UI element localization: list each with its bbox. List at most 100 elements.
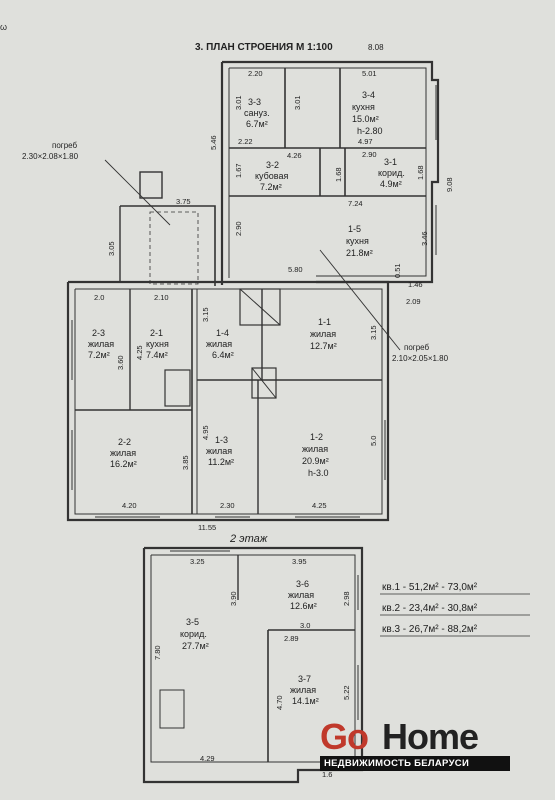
room-text: 3-6 — [296, 579, 309, 589]
corner-mark: ω — [0, 22, 8, 32]
dimension-label: 3.75 — [176, 197, 191, 206]
dimension-label: 1.68 — [416, 165, 425, 180]
room-text: 3-5 — [186, 617, 199, 627]
dimension-label: 3.60 — [116, 355, 125, 370]
dimension-label: 5.80 — [288, 265, 303, 274]
dimension-label: 0.51 — [393, 263, 402, 278]
cellar-2-label: погреб — [404, 343, 430, 352]
room-text: сануз. — [244, 108, 270, 118]
room-text: 11.2м² — [208, 457, 234, 467]
apartment-1: кв.1 - 51,2м² - 73,0м² — [382, 582, 478, 593]
plan-title: 3. ПЛАН СТРОЕНИЯ М 1:100 — [195, 42, 333, 53]
room-text: жилая — [288, 590, 314, 600]
dimension-label: 2.22 — [238, 137, 253, 146]
dimension-label: 4.97 — [358, 137, 373, 146]
dimension-label: 3.15 — [369, 325, 378, 340]
room-text: 7.2м² — [88, 350, 110, 360]
room-text: 4.9м² — [380, 179, 402, 189]
cellar-2-size: 2.10×2.05×1.80 — [392, 354, 449, 363]
dimension-label: 1.6 — [322, 770, 332, 779]
dimension-label: 2.0 — [94, 293, 104, 302]
room-text: кухня — [146, 339, 169, 349]
room-3-5: 3-5 корид. 27.7м² — [180, 617, 209, 651]
dimension-label: 9.08 — [445, 177, 454, 192]
dimension-label: 2.98 — [342, 591, 351, 606]
dimension-label: 3.15 — [201, 307, 210, 322]
cellar-1-size: 2.30×2.08×1.80 — [22, 152, 79, 161]
room-text: 15.0м² — [352, 114, 379, 124]
dimension-label: 3.01 — [234, 95, 243, 110]
dimension-label: 4.70 — [275, 695, 284, 710]
dimension-label: 4.95 — [201, 425, 210, 440]
dimension-label: 3.05 — [107, 241, 116, 256]
gohome-watermark: Go Home НЕДВИЖИМОСТЬ БЕЛАРУСИ — [320, 716, 510, 776]
room-text: жилая — [206, 446, 232, 456]
dimension-label: 7.24 — [348, 199, 363, 208]
room-text: 20.9м² — [302, 456, 329, 466]
room-text: 3-1 — [384, 157, 397, 167]
room-text: 2-3 — [92, 328, 105, 338]
room-text: 3-3 — [248, 97, 261, 107]
room-text: 14.1м² — [292, 696, 319, 706]
dimension-label: 3.0 — [300, 621, 310, 630]
dimension-label: 5.0 — [369, 436, 378, 446]
dimension-label: 5.46 — [209, 135, 218, 150]
dimension-label: 1.67 — [234, 163, 243, 178]
dimension-label: 3.46 — [420, 231, 429, 246]
room-text: 3-4 — [362, 90, 375, 100]
room-text: кухня — [352, 102, 375, 112]
room-text: h-2.80 — [357, 126, 383, 136]
dimension-label: 2.90 — [362, 150, 377, 159]
dimension-label: 5.01 — [362, 69, 377, 78]
dimension-label: 3.95 — [292, 557, 307, 566]
dimension-label: 3.25 — [190, 557, 205, 566]
apartment-summary: кв.1 - 51,2м² - 73,0м² кв.2 - 23,4м² - 3… — [380, 582, 530, 637]
plan-total-width: 8.08 — [368, 43, 384, 52]
room-text: жилая — [206, 339, 232, 349]
cellar-leaders — [104, 159, 401, 351]
room-text: корид. — [378, 168, 405, 178]
room-text: 1-1 — [318, 317, 331, 327]
room-text: 1-5 — [348, 224, 361, 234]
room-text: жилая — [310, 329, 336, 339]
first-floor-walls — [66, 60, 440, 522]
room-text: 7.4м² — [146, 350, 168, 360]
dimension-label: 3.85 — [181, 455, 190, 470]
room-text: 27.7м² — [182, 641, 209, 651]
room-text: 3-2 — [266, 160, 279, 170]
dimension-labels: 2.20 5.01 3.01 3.01 2.22 4.26 4.97 2.90 … — [94, 69, 454, 779]
dimension-label: 2.10 — [154, 293, 169, 302]
dimension-label: 2.20 — [248, 69, 263, 78]
room-text: 12.6м² — [290, 601, 317, 611]
dimension-label: 2.30 — [220, 501, 235, 510]
room-text: 1-4 — [216, 328, 229, 338]
dimension-label: 2.90 — [234, 221, 243, 236]
dimension-label: 4.20 — [122, 501, 137, 510]
apartment-2: кв.2 - 23,4м² - 30,8м² — [382, 603, 478, 614]
room-text: 2-1 — [150, 328, 163, 338]
room-3-4: 3-4 кухня 15.0м² h-2.80 — [352, 90, 383, 136]
room-text: 2-2 — [118, 437, 131, 447]
dimension-label: 4.26 — [287, 151, 302, 160]
brand-tagline: НЕДВИЖИМОСТЬ БЕЛАРУСИ — [320, 756, 510, 771]
dimension-label: 3.01 — [293, 95, 302, 110]
brand-go: Go — [320, 716, 369, 757]
room-text: корид. — [180, 629, 207, 639]
room-text: 21.8м² — [346, 248, 373, 258]
dimension-label: 1.68 — [334, 167, 343, 182]
brand-home: Home — [382, 716, 479, 757]
room-text: кубовая — [255, 171, 288, 181]
room-text: 7.2м² — [260, 182, 282, 192]
